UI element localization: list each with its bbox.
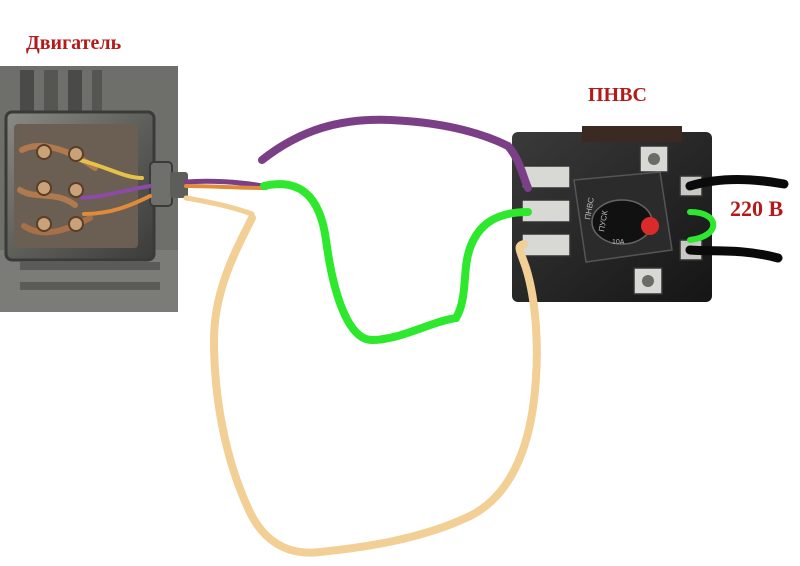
switch-top-edge <box>582 126 682 142</box>
switch-mark-type: ПНВС <box>583 197 596 221</box>
switch-mark-start: ПУСК <box>597 210 610 233</box>
voltage-label: 220 В <box>730 196 784 221</box>
power-wire-bottom <box>685 245 783 263</box>
motor-lead-wires <box>17 143 152 236</box>
green-wire <box>260 180 532 345</box>
switch-label: ПНВС <box>588 84 647 106</box>
green-jumper <box>687 209 717 243</box>
mounting-screws <box>633 145 669 295</box>
motor-cable <box>183 178 268 217</box>
switch-terminals-left <box>521 165 571 257</box>
power-wires <box>685 175 789 263</box>
motor-photo <box>0 66 188 312</box>
start-button[interactable] <box>641 217 659 235</box>
motor-label: Двигатель <box>26 32 122 54</box>
power-wire-top <box>685 175 789 191</box>
tan-wire <box>209 214 541 557</box>
switch-photo: ПНВС ПУСК 10А <box>512 126 712 302</box>
purple-wire <box>258 115 532 192</box>
switch-mark-rating: 10А <box>612 239 625 246</box>
terminal-posts <box>36 144 84 232</box>
cable-gland <box>149 161 188 207</box>
